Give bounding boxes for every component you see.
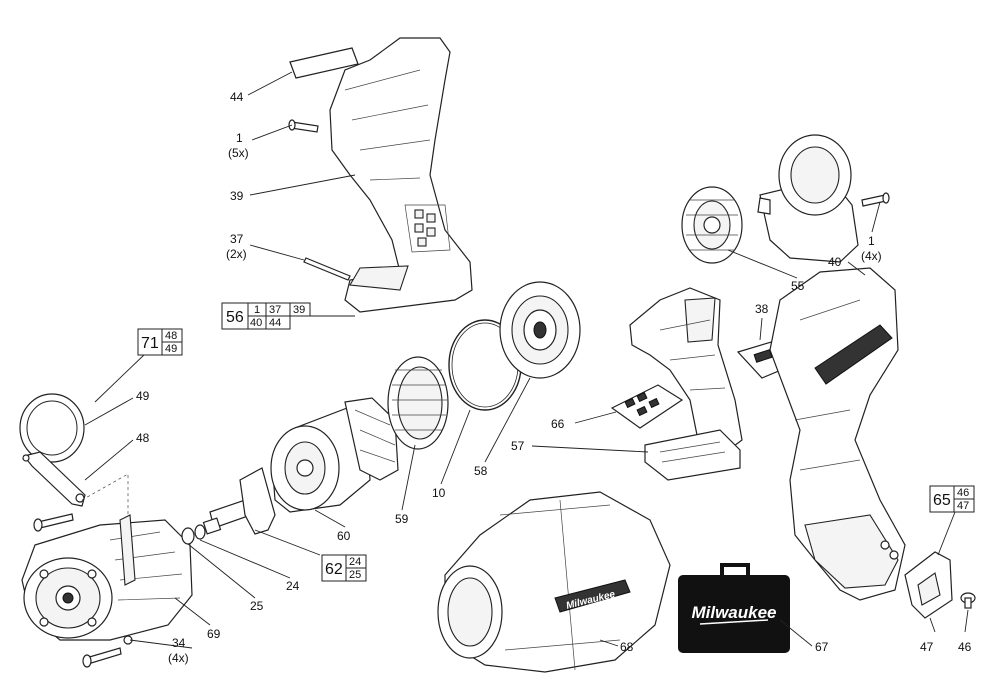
callout-44: 44 bbox=[230, 90, 244, 104]
callout-labels: 44 1 (5x) 39 37 (2x) 49 48 60 59 10 58 2… bbox=[136, 90, 972, 665]
screw-48 bbox=[33, 513, 74, 532]
kit-56-part-40: 40 bbox=[250, 317, 262, 329]
callout-60: 60 bbox=[337, 529, 351, 543]
motor-rotor-55 bbox=[757, 134, 859, 263]
callout-58: 58 bbox=[474, 464, 488, 478]
ring-49 bbox=[19, 393, 85, 463]
kit-62-main: 62 bbox=[325, 561, 343, 578]
callout-69: 69 bbox=[207, 627, 221, 641]
anvil-24 bbox=[202, 467, 276, 535]
screws-34 bbox=[82, 635, 133, 668]
callout-1-right-qty: (4x) bbox=[861, 249, 882, 263]
protective-boot-68: Milwaukee bbox=[437, 491, 671, 673]
handle-half-39 bbox=[329, 37, 473, 313]
kit-box-71: 71 48 49 bbox=[137, 328, 183, 356]
case-logo: Milwaukee bbox=[691, 603, 776, 622]
kit-62-part-24: 24 bbox=[349, 556, 361, 568]
kit-65-part-46: 46 bbox=[957, 487, 969, 499]
callout-10: 10 bbox=[432, 486, 446, 500]
callout-38: 38 bbox=[755, 302, 769, 316]
callout-59: 59 bbox=[395, 512, 409, 526]
kit-56-part-44: 44 bbox=[269, 317, 281, 329]
kit-62-part-25: 25 bbox=[349, 569, 361, 581]
kit-56-part-37: 37 bbox=[269, 304, 281, 316]
stator-55 bbox=[681, 186, 743, 264]
kit-65-main: 65 bbox=[933, 492, 951, 509]
callout-40: 40 bbox=[828, 255, 842, 269]
belt-clip-47 bbox=[904, 551, 953, 619]
kit-71-part-49: 49 bbox=[165, 343, 177, 355]
kit-56-part-1: 1 bbox=[254, 304, 260, 316]
kit-56-main: 56 bbox=[226, 309, 244, 326]
kit-box-56: 56 1 37 40 44 39 bbox=[221, 302, 311, 330]
callout-1-right: 1 bbox=[868, 234, 875, 248]
kit-box-65: 65 46 47 bbox=[929, 485, 975, 513]
kit-56-part-39: 39 bbox=[293, 304, 305, 316]
hammer-60 bbox=[270, 397, 399, 513]
callout-49: 49 bbox=[136, 389, 150, 403]
callout-37-qty: (2x) bbox=[226, 247, 247, 261]
screw-1-right bbox=[861, 192, 890, 207]
callout-46: 46 bbox=[958, 640, 972, 654]
callout-66: 66 bbox=[551, 417, 565, 431]
keypad-66 bbox=[610, 384, 684, 429]
callout-47: 47 bbox=[920, 640, 934, 654]
kit-box-62: 62 24 25 bbox=[321, 554, 367, 582]
kit-71-part-48: 48 bbox=[165, 330, 177, 342]
callout-68: 68 bbox=[620, 640, 634, 654]
callout-37: 37 bbox=[230, 232, 244, 246]
screw-46 bbox=[960, 592, 976, 609]
callout-1-upper: 1 bbox=[236, 131, 243, 145]
callout-55: 55 bbox=[791, 279, 805, 293]
switch-assembly bbox=[629, 287, 743, 456]
label-sticker-44 bbox=[289, 47, 359, 79]
washers-25 bbox=[181, 524, 206, 545]
screw-1-upper bbox=[288, 119, 319, 133]
callout-67: 67 bbox=[815, 640, 829, 654]
callout-39: 39 bbox=[230, 189, 244, 203]
pin-37 bbox=[303, 257, 351, 281]
bearing-plate-58 bbox=[499, 281, 581, 379]
carrying-case-67: Milwaukee bbox=[678, 563, 790, 653]
hammer-case-69 bbox=[21, 514, 193, 641]
pcb-57 bbox=[644, 429, 741, 481]
callout-34-qty: (4x) bbox=[168, 651, 189, 665]
main-housing-40: Milwaukee bbox=[769, 267, 906, 601]
bracket-48 bbox=[22, 451, 86, 507]
callout-25: 25 bbox=[250, 599, 264, 613]
leader-lines bbox=[84, 71, 969, 649]
callout-1-upper-qty: (5x) bbox=[228, 146, 249, 160]
callout-24: 24 bbox=[286, 579, 300, 593]
callout-34: 34 bbox=[172, 636, 186, 650]
ring-gear-59 bbox=[387, 356, 449, 450]
kit-71-main: 71 bbox=[141, 335, 159, 352]
callout-48: 48 bbox=[136, 431, 150, 445]
callout-57: 57 bbox=[511, 439, 525, 453]
kit-65-part-47: 47 bbox=[957, 500, 969, 512]
